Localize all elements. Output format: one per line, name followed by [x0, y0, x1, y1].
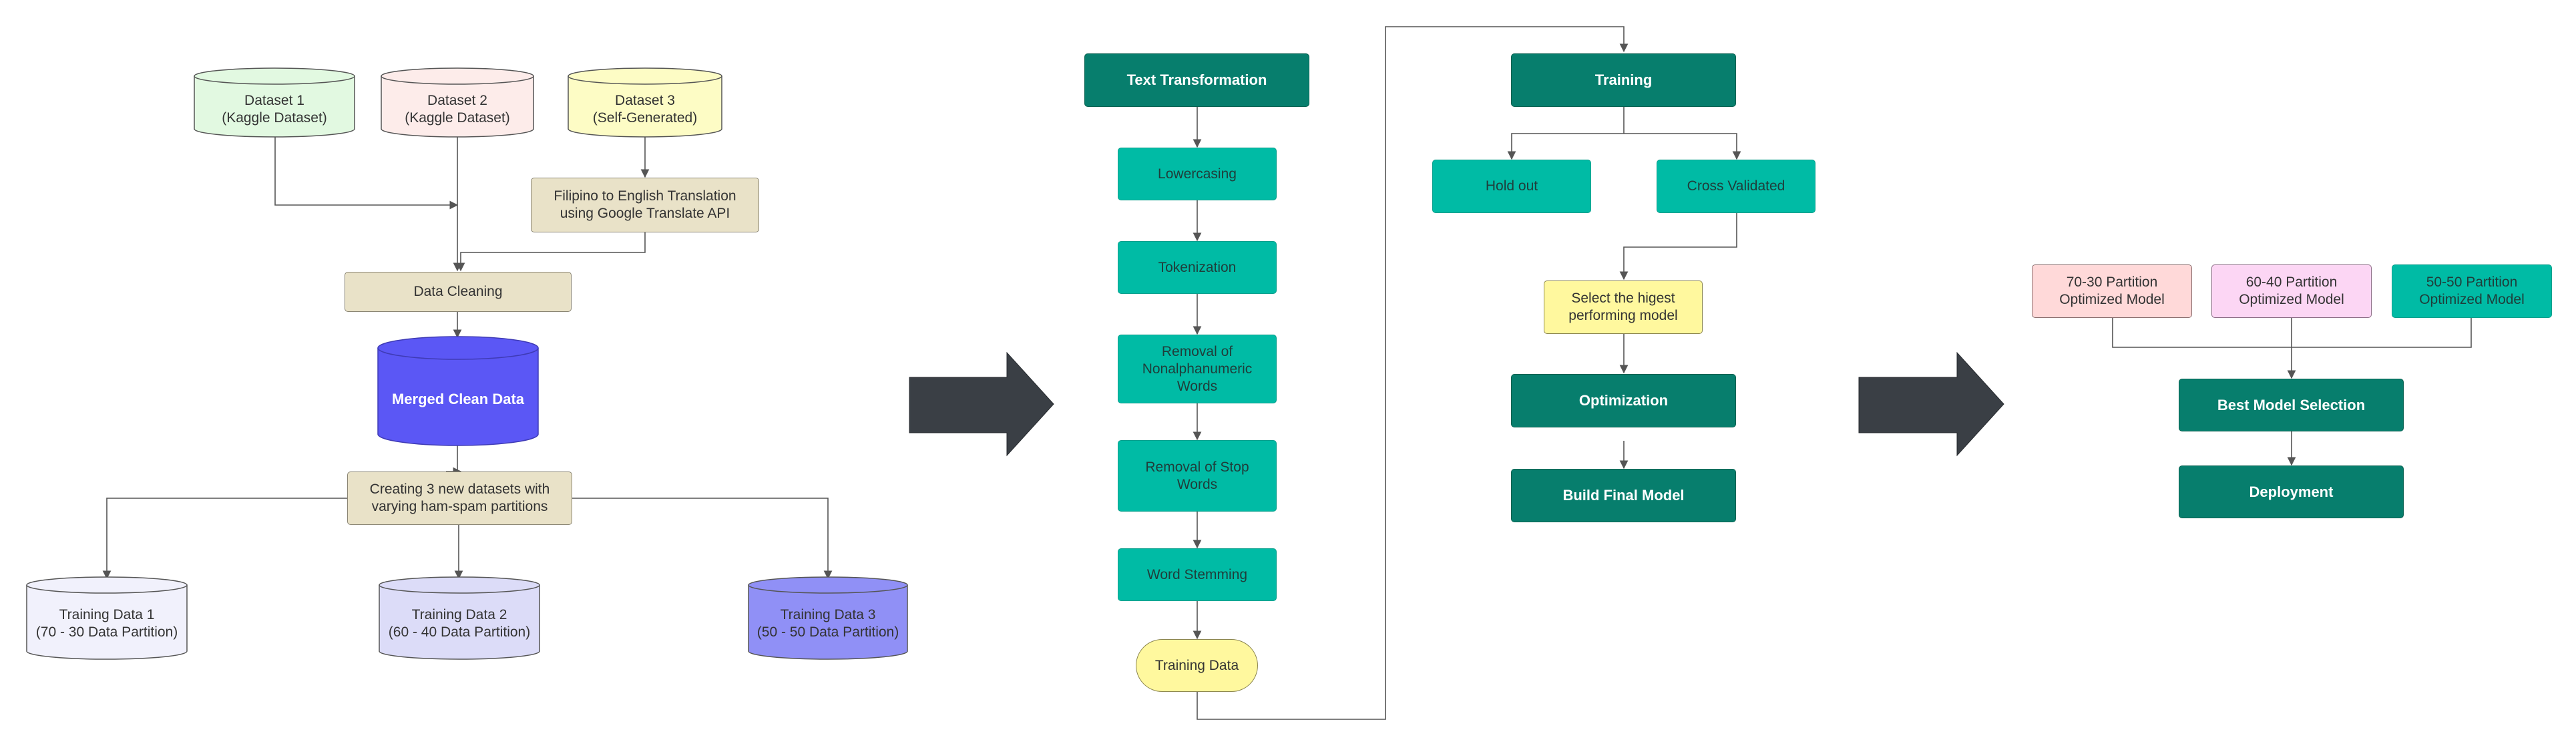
section1-connectors [102, 137, 833, 580]
dataset1-label: Dataset 1 (Kaggle Dataset) [222, 93, 327, 126]
dataset3-cylinder [568, 67, 722, 138]
connector-7030-to-best [2112, 318, 2292, 348]
holdout-box: Hold out [1432, 160, 1591, 213]
best-model-selection-box: Best Model Selection [2179, 379, 2404, 431]
dataset2-label: Dataset 2 (Kaggle Dataset) [405, 93, 510, 126]
partitions-box: Creating 3 new datasets with varying ham… [347, 472, 572, 525]
dataset1-cylinder [194, 67, 355, 138]
connector-translation-to-cleaning [456, 232, 646, 272]
partition-6040-model-box: 60-40 Partition Optimized Model [2211, 264, 2372, 318]
deployment-box: Deployment [2179, 465, 2404, 518]
translation-box: Filipino to English Translation using Go… [531, 178, 759, 232]
partition-5050-model-box: 50-50 Partition Optimized Model [2392, 264, 2552, 318]
partition-7030-model-box: 70-30 Partition Optimized Model [2032, 264, 2192, 318]
chevron-arrow-2 [1858, 351, 2004, 457]
training1-cylinder [26, 576, 188, 660]
training2-cylinder [379, 576, 540, 660]
select-best-model-box: Select the higest performing model [1544, 281, 1703, 334]
connector-training-to-holdout [1507, 133, 1624, 160]
connector-partitions-to-training3 [572, 498, 833, 580]
cross-validated-box: Cross Validated [1657, 160, 1815, 213]
connector-merged-to-partitions [457, 445, 461, 472]
connector-partitions-to-training1 [102, 498, 347, 580]
training-data-output: Training Data [1136, 639, 1258, 692]
training3-cylinder [748, 576, 908, 660]
connector-5050-to-best [2292, 318, 2472, 348]
training-data-3-label: Training Data 3 (50 - 50 Data Partition) [757, 607, 899, 640]
training-data-2-label: Training Data 2 (60 - 40 Data Partition) [388, 607, 531, 640]
optimization-box: Optimization [1511, 374, 1736, 427]
chevron-arrow-1 [909, 351, 1054, 457]
step-nonalphanumeric-removal: Removal of Nonalphanumeric Words [1118, 335, 1277, 403]
merged-data-label: Merged Clean Data [391, 390, 525, 407]
connector-cross-to-select [1619, 213, 1737, 281]
data-cleaning-box: Data Cleaning [345, 272, 572, 312]
connector-trainingdata-to-training [1197, 26, 1629, 720]
connector-dataset1-to-cleaning [274, 137, 459, 210]
dataset3-label: Dataset 3 (Self-Generated) [592, 93, 698, 126]
text-transformation-header: Text Transformation [1084, 53, 1309, 107]
training-data-1-label: Training Data 1 (70 - 30 Data Partition) [35, 607, 178, 640]
dataset2-cylinder [381, 67, 534, 138]
connector-training-to-cross [1624, 133, 1741, 160]
section2-connectors [1193, 26, 1629, 720]
step-stopword-removal: Removal of Stop Words [1118, 440, 1277, 512]
section3-connectors [1507, 107, 1741, 470]
step-word-stemming: Word Stemming [1118, 548, 1277, 601]
build-final-model-box: Build Final Model [1511, 469, 1736, 522]
section4-connectors [2112, 318, 2472, 466]
training-header: Training [1511, 53, 1736, 107]
merged-data-cylinder [377, 336, 539, 446]
step-lowercasing: Lowercasing [1118, 148, 1277, 200]
step-tokenization: Tokenization [1118, 241, 1277, 294]
